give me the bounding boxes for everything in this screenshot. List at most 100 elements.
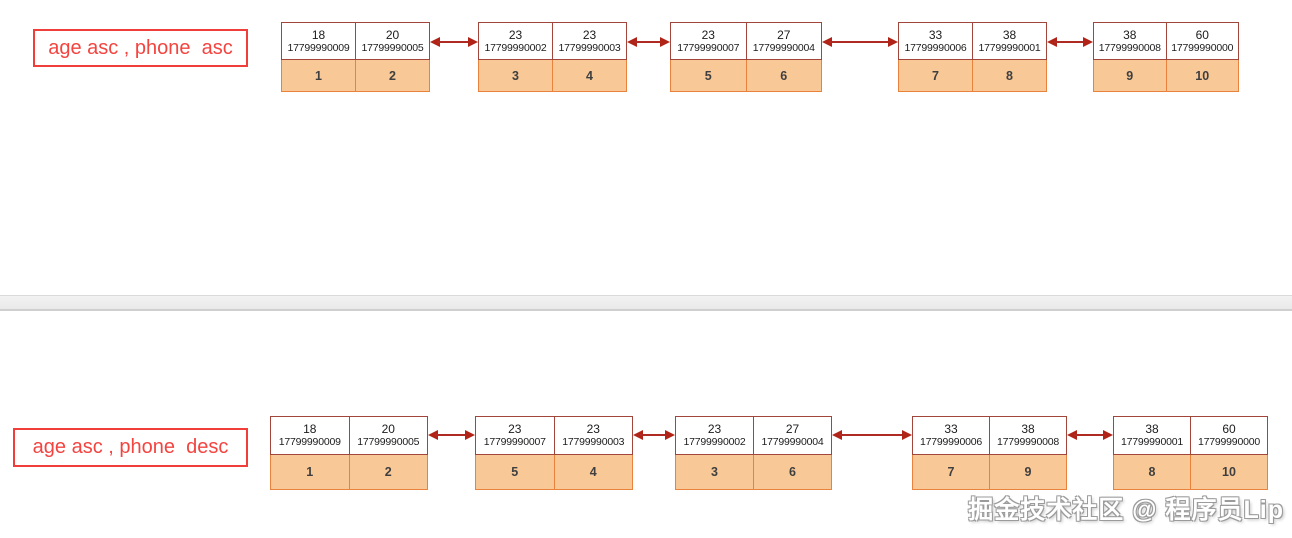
phone-value: 17799990005 — [357, 436, 420, 448]
sort-order-label: age asc , phone asc — [33, 29, 248, 67]
index-record: 38 17799990001 — [1114, 417, 1190, 454]
row-id: 8 — [972, 60, 1046, 91]
index-record: 18 17799990009 — [282, 23, 355, 59]
index-record: 27 17799990004 — [753, 417, 831, 454]
phone-value: 17799990001 — [1120, 436, 1184, 448]
phone-value: 17799990002 — [484, 41, 547, 54]
age-value: 18 — [303, 422, 317, 436]
index-page: 23 17799990007 27 17799990004 5 6 — [670, 22, 822, 92]
phone-value: 17799990002 — [683, 436, 746, 448]
row-id: 5 — [511, 465, 519, 479]
row-id: 9 — [1126, 68, 1134, 83]
row-id: 10 — [1165, 60, 1239, 91]
row-id: 10 — [1190, 455, 1267, 489]
row-id: 5 — [704, 68, 712, 83]
row-id: 3 — [512, 68, 519, 83]
index-record: 20 17799990005 — [348, 417, 428, 454]
row-id: 1 — [315, 68, 322, 83]
index-record: 20 17799990005 — [355, 23, 429, 59]
age-value: 33 — [928, 27, 943, 42]
phone-value: 17799990008 — [996, 436, 1060, 448]
row-id: 6 — [745, 60, 822, 91]
index-page: 33 17799990006 38 17799990001 7 8 — [898, 22, 1047, 92]
age-value: 38 — [1145, 422, 1159, 436]
index-record: 23 17799990007 — [476, 417, 554, 454]
age-value: 38 — [1021, 422, 1035, 436]
phone-value: 17799990004 — [761, 436, 824, 448]
age-value: 23 — [701, 27, 715, 42]
phone-value: 17799990007 — [677, 41, 740, 54]
sort-order-label: age asc , phone desc — [13, 428, 248, 467]
age-value: 20 — [381, 422, 395, 436]
row-id: 2 — [348, 455, 428, 489]
age-value: 23 — [586, 422, 600, 436]
age-value: 60 — [1222, 422, 1236, 436]
index-record: 38 17799990001 — [972, 23, 1046, 59]
index-page: 18 17799990009 20 17799990005 1 2 — [281, 22, 430, 92]
row-id: 4 — [553, 455, 633, 489]
index-page: 38 17799990001 60 17799990000 8 10 — [1113, 416, 1268, 490]
index-page: 33 17799990006 38 17799990008 7 9 — [912, 416, 1067, 490]
index-record: 38 17799990008 — [1094, 23, 1166, 59]
index-page: 23 17799990002 27 17799990004 3 6 — [675, 416, 832, 490]
row-id: 2 — [355, 60, 429, 91]
age-value: 38 — [1123, 27, 1137, 42]
phone-value: 17799990006 — [904, 41, 967, 54]
row-id: 8 — [1148, 465, 1156, 479]
age-value: 23 — [508, 422, 522, 436]
age-value: 20 — [385, 27, 400, 42]
double-arrow-icon — [822, 35, 898, 49]
age-value: 23 — [707, 422, 722, 436]
row-id: 6 — [753, 455, 831, 489]
row-id: 7 — [932, 68, 939, 83]
index-record: 23 17799990003 — [552, 23, 626, 59]
age-value: 38 — [1002, 27, 1017, 42]
double-arrow-icon — [430, 35, 478, 49]
index-record: 27 17799990004 — [745, 23, 822, 59]
phone-value: 17799990000 — [1197, 436, 1261, 448]
phone-value: 17799990001 — [978, 41, 1041, 54]
index-page: 18 17799990009 20 17799990005 1 2 — [270, 416, 428, 490]
phone-value: 17799990003 — [562, 436, 625, 448]
row-id: 4 — [552, 60, 626, 91]
age-value: 27 — [777, 27, 791, 42]
row-id: 3 — [711, 465, 718, 479]
phone-value: 17799990000 — [1171, 41, 1234, 54]
age-value: 60 — [1195, 27, 1209, 42]
index-record: 38 17799990008 — [989, 417, 1066, 454]
phone-value: 17799990008 — [1098, 41, 1161, 54]
index-record: 23 17799990002 — [479, 23, 552, 59]
phone-value: 17799990009 — [287, 41, 350, 54]
row-id: 7 — [947, 465, 955, 479]
age-value: 23 — [582, 27, 597, 42]
row-id: 1 — [306, 465, 314, 479]
double-arrow-icon — [627, 35, 670, 49]
phone-value: 17799990009 — [278, 436, 341, 448]
index-record: 23 17799990007 — [671, 23, 746, 59]
index-record: 33 17799990006 — [913, 417, 989, 454]
phone-value: 17799990007 — [483, 436, 546, 448]
index-record: 60 17799990000 — [1165, 23, 1239, 59]
index-page: 38 17799990008 60 17799990000 9 10 — [1093, 22, 1239, 92]
index-record: 60 17799990000 — [1190, 417, 1267, 454]
age-value: 33 — [944, 422, 958, 436]
double-arrow-icon — [1067, 428, 1113, 442]
index-record: 23 17799990002 — [676, 417, 753, 454]
phone-value: 17799990006 — [919, 436, 983, 448]
age-value: 23 — [508, 27, 523, 42]
row-id: 9 — [989, 455, 1066, 489]
double-arrow-icon — [832, 428, 912, 442]
index-page: 23 17799990002 23 17799990003 3 4 — [478, 22, 627, 92]
double-arrow-icon — [1047, 35, 1093, 49]
watermark-text: 掘金技术社区 @ 程序员Lip — [968, 496, 1284, 524]
phone-value: 17799990004 — [752, 41, 815, 54]
double-arrow-icon — [633, 428, 675, 442]
phone-value: 17799990005 — [361, 41, 424, 54]
age-value: 27 — [785, 422, 800, 436]
age-value: 18 — [311, 27, 326, 42]
double-arrow-icon — [428, 428, 475, 442]
index-page: 23 17799990007 23 17799990003 5 4 — [475, 416, 633, 490]
index-record: 18 17799990009 — [271, 417, 349, 454]
phone-value: 17799990003 — [558, 41, 621, 54]
